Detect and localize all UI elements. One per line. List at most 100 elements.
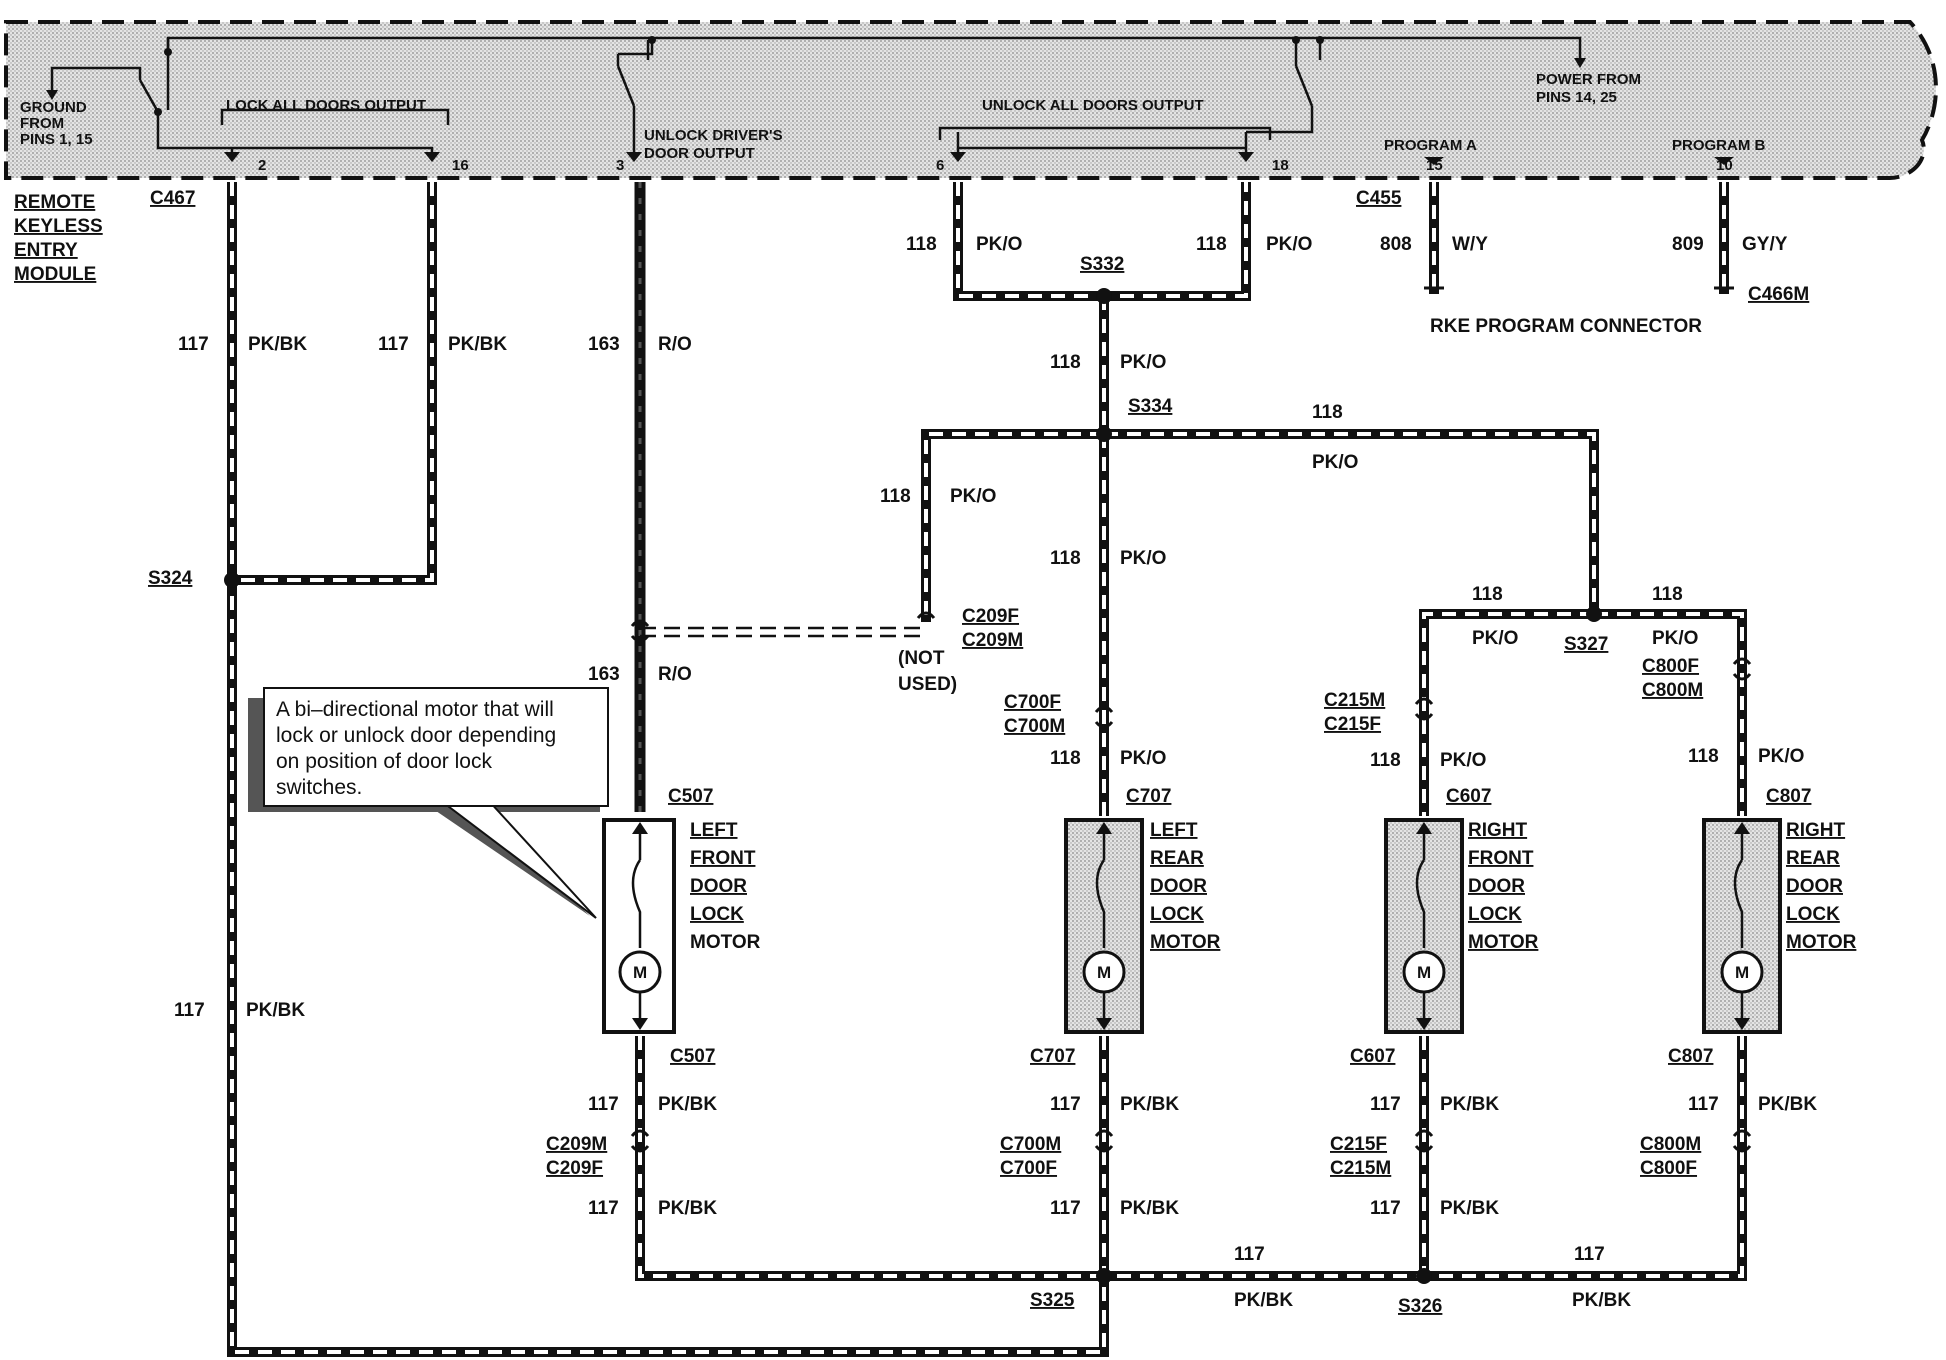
rke-module: GROUND FROM PINS 1, 15 LOCK ALL DOORS OU… (4, 20, 1938, 180)
power-arrow-icon (1574, 58, 1586, 68)
splice-s327: S327 (1564, 634, 1608, 655)
callout-box (263, 687, 609, 807)
motor-lr-name: LOCK (1150, 904, 1204, 925)
color-pk-bk: PK/BK (1572, 1290, 1631, 1311)
splice-s325-dot (1096, 1268, 1112, 1284)
pin-6: 6 (936, 157, 944, 174)
unlock-driver-label-2: DOOR OUTPUT (644, 145, 755, 162)
power-label-2: PINS 14, 25 (1536, 89, 1617, 106)
circuit-118: 118 (1050, 548, 1081, 569)
motor-rf-name: RIGHT (1468, 820, 1528, 841)
connector-c467: C467 (150, 188, 195, 209)
connector-c807: C807 (1766, 786, 1811, 807)
motor-rr-name: MOTOR (1786, 932, 1857, 953)
motor-rr-name: LOCK (1786, 904, 1840, 925)
pin-arrow-icon (1238, 152, 1254, 162)
arrow-down-icon (1096, 1018, 1112, 1030)
connector-c507: C507 (668, 786, 713, 807)
color-pk-o: PK/O (1312, 452, 1358, 473)
module-name-2: KEYLESS (14, 216, 103, 237)
pin-2: 2 (258, 157, 266, 174)
lock-all-label: LOCK ALL DOORS OUTPUT (226, 97, 426, 114)
color-pk-bk: PK/BK (1440, 1094, 1499, 1115)
circuit-809: 809 (1672, 234, 1704, 255)
circuit-117: 117 (1370, 1198, 1401, 1219)
splice-s327-dot (1586, 606, 1602, 622)
wire-117-pin16 (232, 182, 437, 585)
circuit-118: 118 (1652, 584, 1683, 605)
power-label-1: POWER FROM (1536, 71, 1641, 88)
pin-arrow-icon (626, 152, 642, 162)
rke-program-connector: RKE PROGRAM CONNECTOR (1430, 316, 1702, 337)
circuit-118: 118 (1196, 234, 1227, 255)
motor-symbol: M (633, 963, 647, 982)
connector-c700f: C700F (1004, 692, 1061, 713)
arrow-up-icon (1416, 822, 1432, 834)
color-pk-o: PK/O (1120, 748, 1166, 769)
pin-10: 10 (1716, 157, 1733, 174)
program-arrow-b-icon (1714, 157, 1734, 165)
motor-lr-name: MOTOR (1150, 932, 1221, 953)
color-pk-o: PK/O (1266, 234, 1312, 255)
connector-c707: C707 (1126, 786, 1171, 807)
circuit-117: 117 (1234, 1244, 1265, 1265)
connector-c800f: C800F (1640, 1158, 1697, 1179)
circuit-117: 117 (1370, 1094, 1401, 1115)
connector-c455: C455 (1356, 188, 1402, 209)
arrow-up-icon (1096, 822, 1112, 834)
connector-c215f: C215F (1330, 1134, 1387, 1155)
pin-arrow-icon (224, 152, 240, 162)
junction-dot (154, 108, 162, 116)
labels: C467 C455 118 PK/O 118 PK/O S332 808 W/Y… (148, 188, 1857, 1317)
connector-c807: C807 (1668, 1046, 1713, 1067)
circuit-118: 118 (880, 486, 911, 507)
motor-lr-name: LEFT (1150, 820, 1198, 841)
connector-c707: C707 (1030, 1046, 1075, 1067)
splice-s334: S334 (1128, 396, 1173, 417)
wire-118-c209 (921, 429, 1104, 622)
connector-c466m: C466M (1748, 284, 1809, 305)
connector-c507: C507 (670, 1046, 715, 1067)
motor-rf-name: FRONT (1468, 848, 1534, 869)
connector-c215m: C215M (1324, 690, 1385, 711)
connector-c700m: C700M (1004, 716, 1065, 737)
color-pk-bk: PK/BK (658, 1198, 717, 1219)
motor-right-rear: M (1702, 818, 1782, 1034)
circuit-117: 117 (378, 334, 409, 355)
junction-dot (648, 36, 656, 44)
program-b-label: PROGRAM B (1672, 137, 1766, 154)
module-shading (6, 22, 1936, 178)
connector-c209f: C209F (962, 606, 1019, 627)
motor-lf-name: MOTOR (690, 932, 761, 953)
junction-dot (1292, 36, 1300, 44)
color-pk-o: PK/O (1472, 628, 1518, 649)
splice-s326: S326 (1398, 1296, 1442, 1317)
connector-c215f: C215F (1324, 714, 1381, 735)
module-internal-switches (50, 36, 1582, 155)
arrow-up-icon (1734, 822, 1750, 834)
pin-arrow-icon (424, 152, 440, 162)
unlock-all-bracket (938, 126, 1272, 140)
color-pk-bk: PK/BK (1234, 1290, 1293, 1311)
arrow-down-icon (1416, 1018, 1432, 1030)
module-border (4, 20, 1938, 180)
pin-18: 18 (1272, 157, 1289, 174)
splice-s332: S332 (1080, 254, 1124, 275)
color-w-y: W/Y (1452, 234, 1488, 255)
connector-c209m: C209M (962, 630, 1023, 651)
motor-rr-name: DOOR (1786, 876, 1843, 897)
circuit-117: 117 (588, 1198, 619, 1219)
color-pk-o: PK/O (950, 486, 996, 507)
arrow-down-icon (1734, 1018, 1750, 1030)
circuit-117: 117 (1688, 1094, 1719, 1115)
circuit-808: 808 (1380, 234, 1412, 255)
motor-lf-name: DOOR (690, 876, 747, 897)
callout-pointer (437, 799, 597, 919)
splice-s332-dot (1096, 288, 1112, 304)
connector-c215m: C215M (1330, 1158, 1391, 1179)
connector-c209f: C209F (546, 1158, 603, 1179)
module-name-4: MODULE (14, 264, 96, 285)
callout-line-3: on position of door lock (276, 750, 492, 773)
not-used-2: USED) (898, 674, 957, 695)
